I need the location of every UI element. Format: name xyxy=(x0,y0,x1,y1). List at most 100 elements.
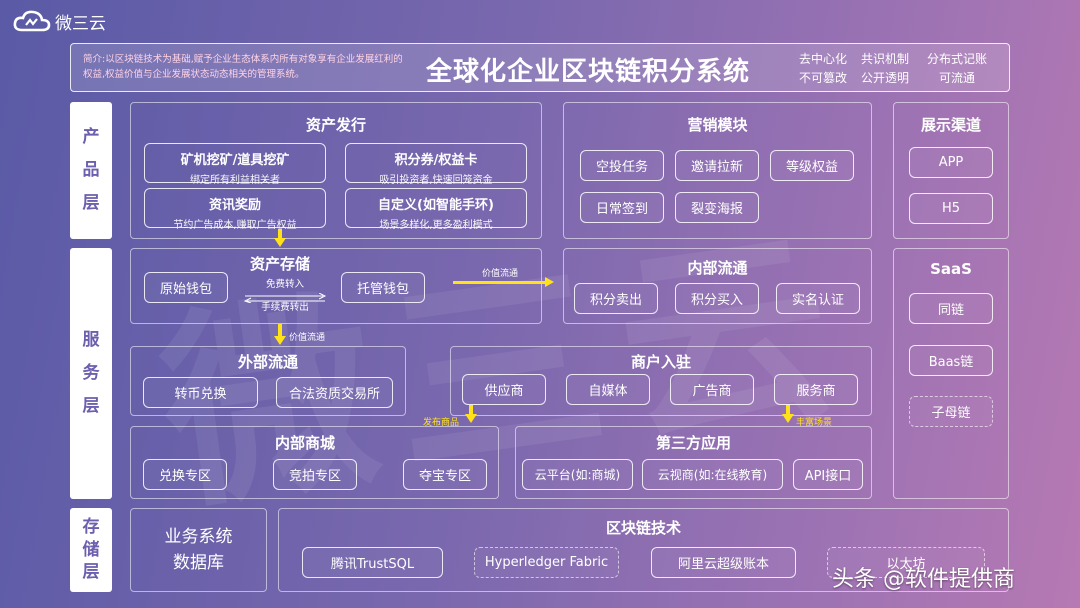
value-flow-label-down: 价值流通 xyxy=(289,333,326,343)
arrow-merchant-to-mall xyxy=(465,405,477,423)
asset-issue-title: 资产发行 xyxy=(305,116,366,134)
business-db-panel xyxy=(130,508,267,592)
third-party-cloud-video[interactable]: 云视商(如:在线教育) xyxy=(642,459,783,490)
marketing-daily-checkin[interactable]: 日常签到 xyxy=(580,192,664,223)
item-title: 资讯奖励 xyxy=(208,198,261,213)
item-title: 自定义(如智能手环) xyxy=(378,198,494,213)
blockchain-aliyun-ledger[interactable]: 阿里云超级账本 xyxy=(651,547,796,578)
blockchain-panel xyxy=(278,508,1009,592)
marketing-level-rights[interactable]: 等级权益 xyxy=(770,150,854,181)
rich-scenes-label: 丰富场景 xyxy=(796,418,833,428)
mall-auction-zone[interactable]: 竞拍专区 xyxy=(273,459,357,490)
blockchain-hyperledger[interactable]: Hyperledger Fabric xyxy=(474,547,619,578)
mall-treasure-zone[interactable]: 夺宝专区 xyxy=(403,459,487,490)
asset-issue-panel xyxy=(130,102,542,239)
feature-tag: 公开透明 xyxy=(861,71,910,85)
display-channel-title: 展示渠道 xyxy=(920,116,981,134)
asset-storage-panel xyxy=(130,248,542,324)
item-sub: 绑定所有利益相关者 xyxy=(190,175,280,186)
display-h5[interactable]: H5 xyxy=(909,193,993,224)
merchant-service-provider[interactable]: 服务商 xyxy=(774,374,858,405)
merchant-supplier[interactable]: 供应商 xyxy=(462,374,546,405)
marketing-fission-poster[interactable]: 裂变海报 xyxy=(675,192,759,223)
display-app[interactable]: APP xyxy=(909,147,993,178)
feature-tag: 共识机制 xyxy=(861,52,910,66)
marketing-airdrop[interactable]: 空投任务 xyxy=(580,150,664,181)
third-party-cloud-platform[interactable]: 云平台(如:商城) xyxy=(522,459,633,490)
item-sub: 节约广告成本,赚取广告权益 xyxy=(173,220,297,231)
merchant-title: 商户入驻 xyxy=(630,353,691,371)
third-party-api[interactable]: API接口 xyxy=(793,459,863,490)
logo-text: 微三云 xyxy=(55,13,106,34)
layer-char: 层 xyxy=(82,193,100,214)
internal-flow-title: 内部流通 xyxy=(687,259,748,277)
marketing-panel xyxy=(563,102,872,239)
internal-flow-realname[interactable]: 实名认证 xyxy=(776,283,860,314)
custody-wallet[interactable]: 托管钱包 xyxy=(341,272,425,303)
third-party-panel xyxy=(515,426,872,499)
asset-issue-points-coupon[interactable]: 积分券/权益卡 吸引投资者,快速回笼资金 xyxy=(345,143,527,186)
internal-flow-sell[interactable]: 积分卖出 xyxy=(574,283,658,314)
publish-goods-label: 发布商品 xyxy=(423,418,460,428)
layer-char: 储 xyxy=(82,539,100,560)
transfer-out-note: 手续费转出 xyxy=(261,302,309,313)
saas-parent-child-chain[interactable]: 子母链 xyxy=(909,396,993,427)
business-db-line1: 业务系统 xyxy=(164,527,233,547)
external-flow-coin-exchange[interactable]: 转币兑换 xyxy=(143,377,258,408)
asset-issue-mining[interactable]: 矿机挖矿/道具挖矿 绑定所有利益相关者 xyxy=(144,143,326,186)
layer-char: 层 xyxy=(82,396,100,417)
feature-tag: 可流通 xyxy=(939,71,976,85)
saas-baas-chain[interactable]: Baas链 xyxy=(909,345,993,376)
original-wallet[interactable]: 原始钱包 xyxy=(144,272,228,303)
business-db-line2: 数据库 xyxy=(173,553,224,573)
mall-exchange-zone[interactable]: 兑换专区 xyxy=(143,459,227,490)
business-db-label: 业务系统 数据库 xyxy=(130,524,267,576)
asset-issue-news-reward[interactable]: 资讯奖励 节约广告成本,赚取广告权益 xyxy=(144,188,326,231)
display-channel-panel xyxy=(893,102,1009,239)
blockchain-ethereum[interactable]: 以太坊 xyxy=(827,547,985,578)
cloud-logo-icon xyxy=(13,10,51,32)
arrow-issue-to-storage xyxy=(274,229,286,247)
internal-mall-title: 内部商城 xyxy=(274,434,335,452)
internal-mall-panel xyxy=(130,426,499,499)
layer-char: 务 xyxy=(82,362,100,383)
merchant-advertiser[interactable]: 广告商 xyxy=(670,374,754,405)
merchant-self-media[interactable]: 自媒体 xyxy=(566,374,650,405)
asset-issue-custom[interactable]: 自定义(如智能手环) 场景多样化,更多盈利模式 xyxy=(345,188,527,231)
arrow-merchant-to-third-party xyxy=(782,405,794,423)
blockchain-title: 区块链技术 xyxy=(605,519,681,537)
item-title: 矿机挖矿/道具挖矿 xyxy=(180,153,290,168)
saas-title: SaaS xyxy=(930,260,972,278)
internal-flow-panel xyxy=(563,248,872,324)
item-title: 积分券/权益卡 xyxy=(394,153,478,168)
layer-label-service: 服务层 xyxy=(70,248,112,499)
external-flow-panel xyxy=(130,346,406,416)
arrow-storage-to-external-flow xyxy=(274,324,286,345)
feature-tag: 分布式记账 xyxy=(927,52,988,66)
arrow-storage-to-internal-flow xyxy=(453,277,554,287)
feature-tag: 去中心化 xyxy=(799,52,848,66)
transfer-in-note: 免费转入 xyxy=(265,279,304,290)
header-banner: 简介:以区块链技术为基础,赋予企业生态体系内所有对象享有企业发展红利的权益,权益… xyxy=(70,43,1010,92)
transfer-arrows xyxy=(243,288,327,304)
feature-tag: 不可篡改 xyxy=(799,71,848,85)
item-sub: 场景多样化,更多盈利模式 xyxy=(379,220,493,231)
logo: 微三云 xyxy=(12,8,106,34)
layer-char: 品 xyxy=(82,159,100,180)
marketing-title: 营销模块 xyxy=(687,116,748,134)
third-party-title: 第三方应用 xyxy=(655,434,731,452)
merchant-panel xyxy=(450,346,872,416)
internal-flow-buy[interactable]: 积分买入 xyxy=(675,283,759,314)
header-intro: 简介:以区块链技术为基础,赋予企业生态体系内所有对象享有企业发展红利的权益,权益… xyxy=(83,54,403,80)
source-watermark: 头条 @软件提供商 xyxy=(832,567,1015,592)
marketing-invite[interactable]: 邀请拉新 xyxy=(675,150,759,181)
layer-label-storage: 存储层 xyxy=(70,508,112,592)
saas-same-chain[interactable]: 同链 xyxy=(909,293,993,324)
blockchain-tencent-trustsql[interactable]: 腾讯TrustSQL xyxy=(302,547,443,578)
value-flow-label-right: 价值流通 xyxy=(482,269,519,279)
feature-grid: 去中心化 共识机制 分布式记账 不可篡改 公开透明 可流通 xyxy=(799,50,1004,86)
layer-char: 服 xyxy=(82,329,100,350)
asset-storage-title: 资产存储 xyxy=(249,255,310,273)
external-flow-licensed-exchange[interactable]: 合法资质交易所 xyxy=(276,377,393,408)
layer-char: 存 xyxy=(82,516,100,537)
